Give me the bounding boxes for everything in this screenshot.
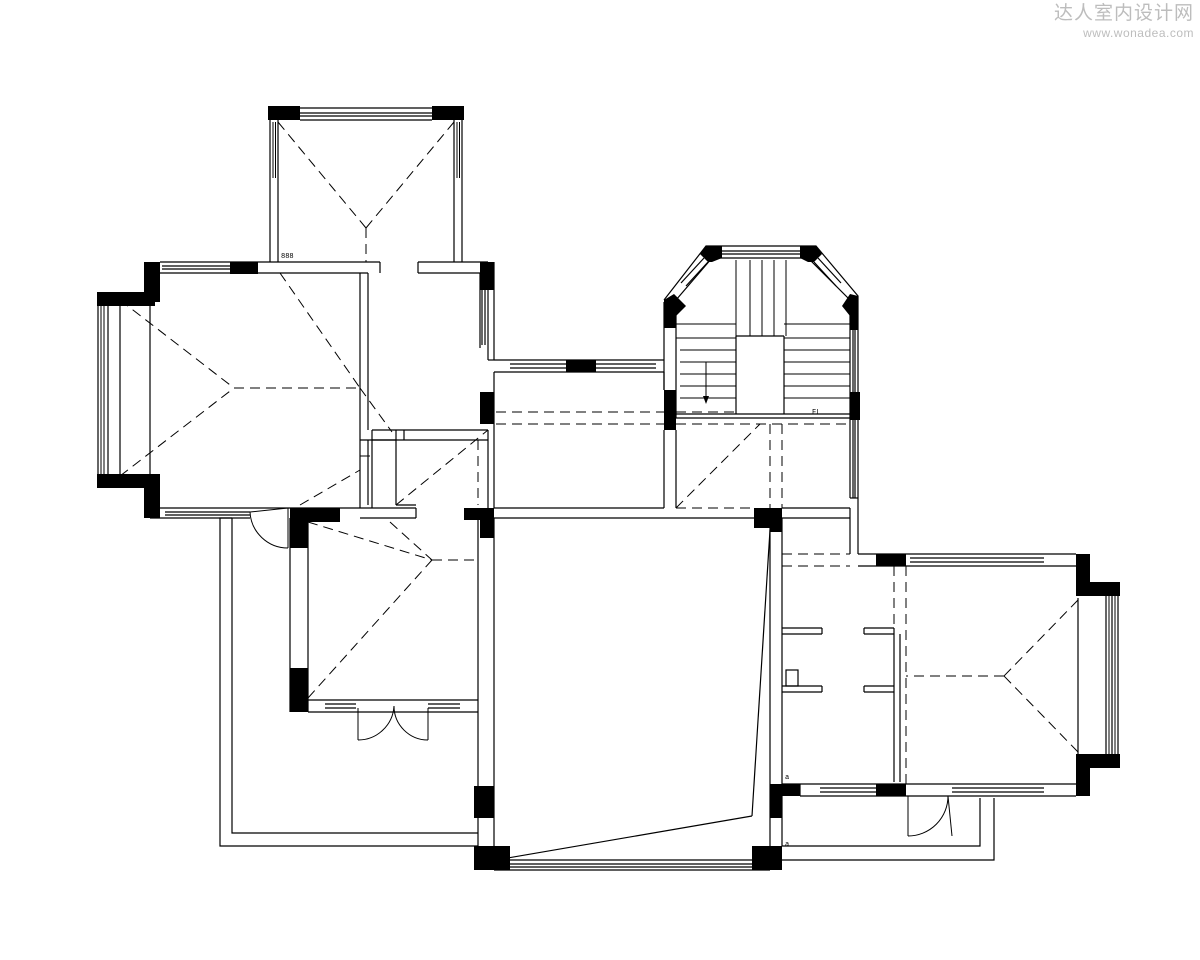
ceiling-hip-lines (119, 121, 1079, 784)
small-mark-a: 888 (281, 253, 294, 261)
small-mark-b: a (785, 774, 789, 782)
walls (97, 107, 1119, 871)
doors (249, 507, 953, 837)
staircase (676, 260, 850, 402)
stair-arrow-icon (703, 396, 709, 404)
lounge-ceiling-lines (493, 529, 771, 861)
watermark-title: 达人室内设计网 (1053, 2, 1194, 24)
small-mark-c: a (785, 841, 789, 849)
terrace-outlines (219, 517, 995, 861)
watermark-url: www.wonadea.com (1083, 26, 1194, 40)
structural-columns (97, 106, 1120, 870)
window-glazing (100, 122, 1116, 756)
stair-mark-label: FL (812, 409, 820, 417)
